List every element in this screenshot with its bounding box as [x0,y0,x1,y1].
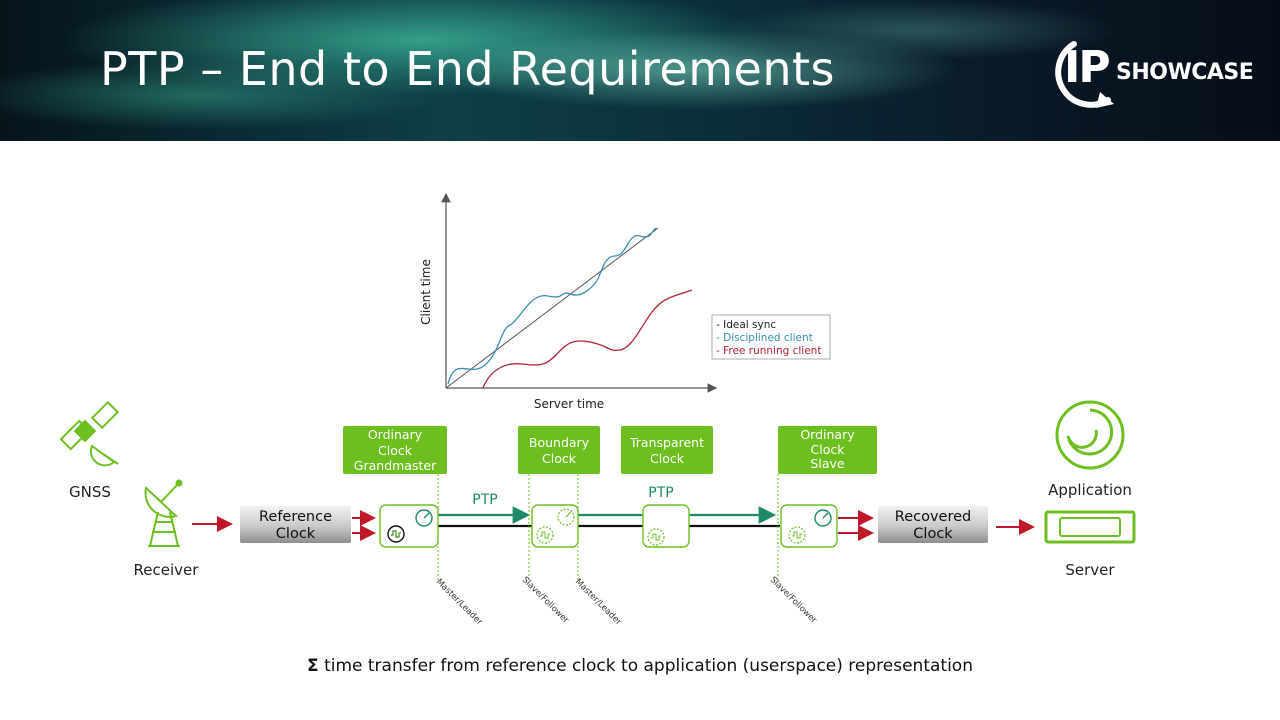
slide-caption: Σ time transfer from reference clock to … [0,656,1280,676]
transparent-label-line-1: Transparent [629,435,704,450]
transparent-label-box: Transparent Clock [621,426,713,474]
slide-header: PTP – End to End Requirements IP SHOWCAS… [0,0,1280,141]
legend-disciplined-client: - Disciplined client [716,332,813,344]
server-label: Server [1065,561,1115,579]
reference-clock-box: Reference Clock [240,506,351,543]
chart-y-label: Client time [419,259,433,325]
recovered-clock-line-2: Clock [913,526,953,542]
receiver-dish-icon [144,479,183,547]
ptp-label-2: PTP [648,485,673,501]
satellite-icon [59,400,120,467]
legend-free-running-client: - Free running client [716,345,821,357]
logo-ip-text: IP [1064,42,1111,93]
grandmaster-label-line-3: Grandmaster [354,458,437,473]
clock-dial-icon [814,509,832,527]
ptp-label-1: PTP [472,492,497,508]
boundary-label-line-2: Clock [542,451,577,466]
grandmaster-label-line-1: Ordinary [368,427,423,442]
port-role-bc-slave: Slave/Follower [520,575,571,626]
caption-text: time transfer from reference clock to ap… [324,656,973,676]
grandmaster-label-line-2: Clock [378,443,413,458]
gnss-label: GNSS [69,483,111,501]
aurora-background [0,0,1120,130]
oscillator-icon [647,528,665,546]
logo-arc-icon [1055,41,1114,108]
slave-label-line-2: Clock [811,442,846,457]
clock-dial-icon [557,508,575,526]
legend-ideal-sync: - Ideal sync [716,319,776,331]
oscillator-icon [788,526,806,544]
reference-clock-line-1: Reference [259,509,332,525]
port-role-gm: Master/Leader [434,577,485,628]
application-label: Application [1048,481,1132,499]
recovered-clock-line-1: Recovered [895,509,971,525]
clock-dial-icon [415,509,433,527]
port-role-oc-slave: Slave/Follower [768,575,819,626]
ptp-diagram: Client time Server time - Ideal sync - D… [59,192,1136,628]
ip-showcase-logo: IP SHOWCASE [1044,38,1274,114]
sync-chart: Client time Server time - Ideal sync - D… [419,192,831,411]
boundary-label-line-1: Boundary [529,435,590,450]
reference-clock-line-2: Clock [276,526,316,542]
receiver-label: Receiver [134,561,200,579]
slave-label-line-3: Slave [810,456,844,471]
port-role-bc-master: Master/Leader [573,577,624,628]
ideal-sync-line [445,227,659,389]
slave-label-line-1: Ordinary [800,427,855,442]
application-icon [1055,400,1125,470]
transparent-device [642,504,690,548]
transparent-label-line-2: Clock [650,451,685,466]
sigma-symbol: Σ [307,656,319,676]
chart-legend: - Ideal sync - Disciplined client - Free… [711,314,831,360]
grandmaster-device [379,504,439,548]
boundary-label-box: Boundary Clock [518,426,600,474]
logo-showcase-text: SHOWCASE [1116,60,1254,85]
boundary-device [531,504,579,548]
recovered-clock-box: Recovered Clock [878,506,988,543]
disciplined-client-line [447,227,657,385]
oscillator-icon [387,525,405,543]
free-running-client-line [482,289,693,389]
chart-x-label: Server time [534,397,604,411]
server-icon [1044,510,1136,544]
slave-device [780,504,838,548]
oscillator-icon [536,526,554,544]
grandmaster-label-box: Ordinary Clock Grandmaster [343,426,447,474]
slave-label-box: Ordinary Clock Slave [778,426,877,474]
slide-title: PTP – End to End Requirements [100,42,836,96]
